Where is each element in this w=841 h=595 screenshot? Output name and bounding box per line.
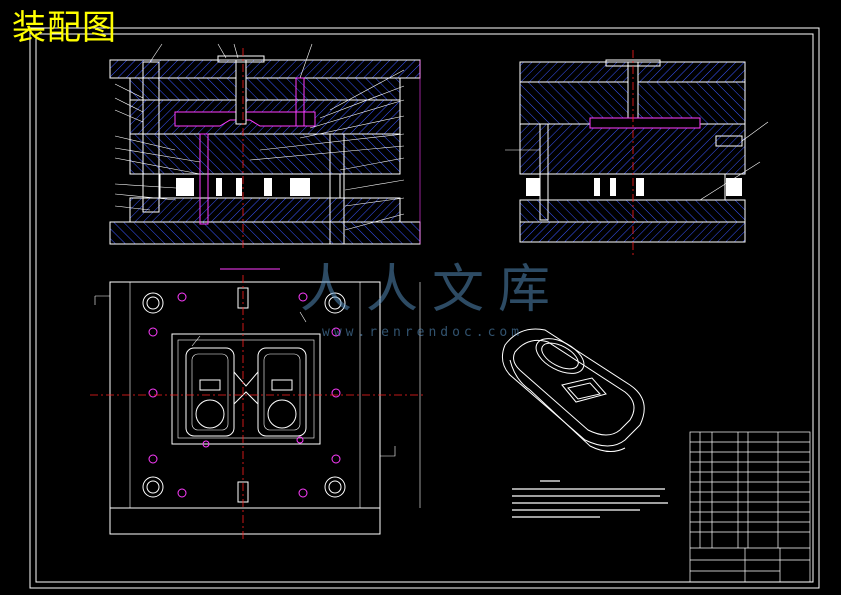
title-block (689, 431, 811, 583)
section-view-main (109, 43, 421, 250)
product-isometric (501, 328, 645, 452)
technical-notes (512, 480, 668, 518)
outer-frame (29, 27, 820, 589)
drawing-title: 装配图 (12, 8, 117, 48)
plan-view (90, 268, 425, 540)
inner-frame (35, 33, 814, 583)
watermark-url: www.renrendoc.com (322, 325, 524, 340)
section-view-side (505, 50, 769, 255)
watermark-text: 人人文库 (300, 260, 565, 320)
